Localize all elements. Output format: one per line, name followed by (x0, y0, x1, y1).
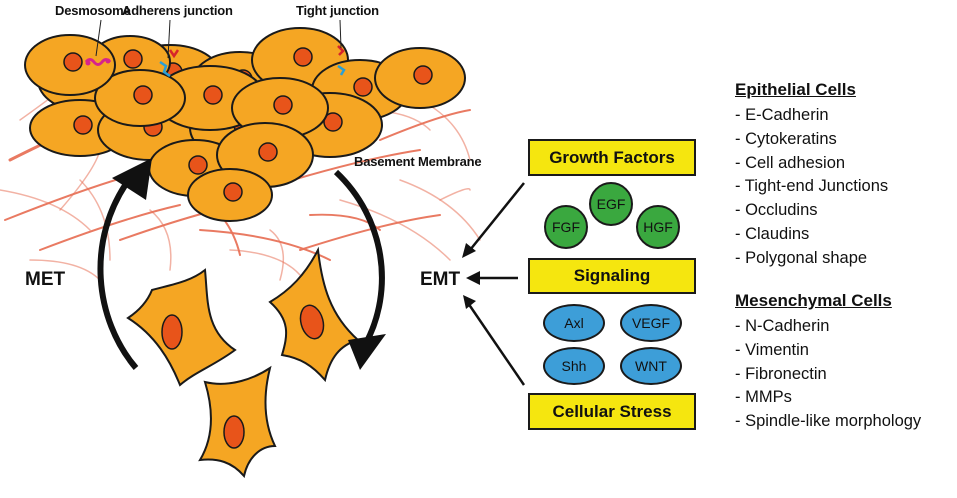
desmosome-marker (84, 58, 112, 66)
epithelial-title: Epithelial Cells (735, 80, 856, 99)
mesenchymal-item: - Spindle-like morphology (735, 412, 922, 431)
mesenchymal-cell (126, 268, 237, 387)
tight-junction-marker (337, 45, 346, 76)
membrane-fiber (269, 229, 285, 281)
mesenchymal-title: Mesenchymal Cells (735, 291, 892, 310)
egf-bubble: EGF (589, 182, 633, 226)
epithelial-item: - Tight-end Junctions (735, 177, 889, 196)
membrane-fiber (419, 99, 471, 161)
mesenchymal-item: - Vimentin (735, 340, 809, 359)
epithelial-item: - Cytokeratins (735, 129, 837, 148)
membrane-fiber (79, 179, 111, 261)
mesenchymal-item: - N-Cadherin (735, 317, 830, 335)
axl-bubble: Axl (543, 304, 605, 342)
epithelial-item: - E-Cadherin (735, 106, 829, 124)
met-arrow-head (112, 158, 152, 200)
epithelial-panel: Epithelial Cells - E-Cadherin - Cytokera… (735, 80, 888, 271)
membrane-fiber (39, 204, 181, 251)
basement-membrane-label: Basement Membrane (354, 154, 482, 169)
desmosome-label: Desmosome (55, 3, 131, 18)
epithelial-item: - Claudins (735, 224, 810, 243)
epithelial-cell (24, 34, 116, 96)
mesenchymal-item: - MMPs (735, 388, 792, 407)
inducer-arrows (466, 182, 526, 386)
mesenchymal-cell (268, 246, 361, 383)
membrane-fiber (0, 189, 91, 231)
epithelial-cell (374, 47, 466, 109)
adherens-junction-label: Adherens junction (122, 3, 233, 18)
mesenchymal-item: - Fibronectin (735, 364, 827, 383)
vegf-bubble: VEGF (620, 304, 682, 342)
epithelial-item: - Cell adhesion (735, 153, 846, 172)
desmosome-pointer (95, 19, 102, 57)
epithelial-cell (94, 69, 186, 127)
arrow-head (466, 271, 480, 285)
met-label: MET (25, 269, 66, 290)
growth-factors-box: Growth Factors (528, 139, 696, 176)
membrane-fiber (439, 188, 471, 201)
tight-junction-pointer (339, 19, 342, 49)
membrane-fiber (149, 209, 172, 271)
signaling-box: Signaling (528, 258, 696, 294)
membrane-fiber (379, 109, 471, 141)
membrane-fiber (29, 259, 101, 281)
met-arrow (97, 176, 139, 370)
emt-curve-arrow (333, 169, 385, 347)
tight-junction-label: Tight junction (296, 3, 379, 18)
arrow-head (463, 295, 476, 309)
wnt-bubble: WNT (620, 347, 682, 385)
emt-label: EMT (420, 269, 461, 290)
hgf-bubble: HGF (636, 205, 680, 249)
mesenchymal-panel: Mesenchymal Cells - N-Cadherin - Vimenti… (735, 291, 921, 434)
membrane-fiber (339, 199, 451, 261)
epithelial-item: - Occludins (735, 201, 818, 220)
fgf-bubble: FGF (544, 205, 588, 249)
epithelial-cell (187, 168, 273, 222)
membrane-fiber (399, 179, 481, 241)
epithelial-item: - Polygonal shape (735, 248, 868, 267)
arrow-head (462, 243, 476, 258)
mesenchymal-cell (198, 365, 277, 479)
emt-curve-arrow-head (348, 334, 386, 370)
adherens-pointer (167, 19, 171, 59)
cellular-stress-box: Cellular Stress (528, 393, 696, 430)
adherens-junction-marker (159, 49, 180, 78)
shh-bubble: Shh (543, 347, 605, 385)
